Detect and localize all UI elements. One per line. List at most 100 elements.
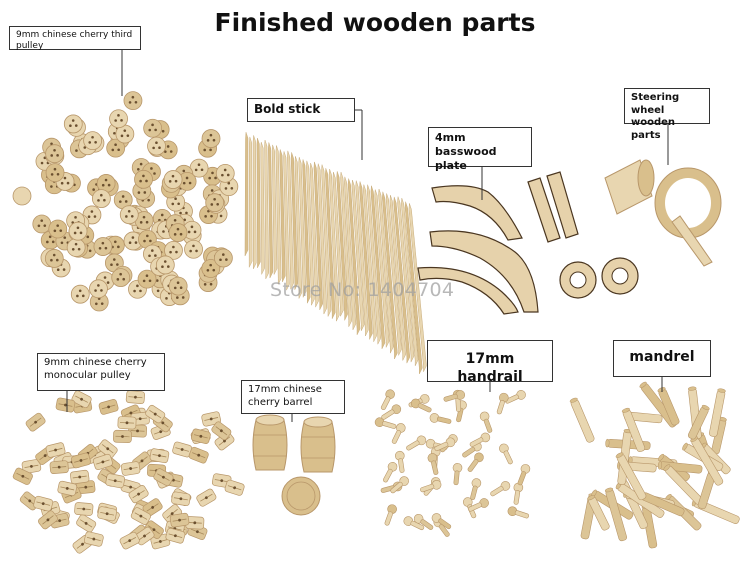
pulley-hole [171, 202, 175, 206]
pulley-hole [188, 181, 192, 185]
stick [264, 139, 270, 280]
column-plate [546, 171, 579, 239]
mono-hole [106, 447, 110, 451]
handrail-shaft [517, 471, 527, 486]
pulley-hole [149, 239, 152, 243]
pulley-hole [226, 173, 230, 177]
mono-hole [92, 537, 96, 541]
mono-hole [64, 403, 67, 407]
pulley-hole [173, 218, 177, 222]
handrail-shaft [382, 468, 393, 483]
pulley-hole [142, 215, 146, 219]
pulley [123, 231, 143, 251]
pulley-hole [40, 161, 44, 165]
barrel-body [252, 419, 288, 471]
handrail [429, 413, 452, 424]
mono-hole [84, 485, 88, 489]
mono-hole [174, 534, 177, 538]
mandrel-rod [570, 399, 595, 443]
barrel-lid [281, 476, 321, 516]
pulley-hole [100, 302, 104, 305]
mandrel [621, 407, 646, 453]
pulley-hole [120, 119, 123, 122]
mono-hole [78, 475, 82, 479]
mono-pulley [211, 421, 232, 441]
mono-pulley [125, 390, 145, 405]
pulley-hole [78, 289, 82, 293]
label-mandrel: mandrel [613, 340, 711, 377]
mono-hole [121, 435, 124, 438]
mono-pulley [153, 468, 174, 487]
mono-pulley [224, 479, 245, 496]
pulley-hole [131, 236, 135, 239]
stick [313, 161, 323, 311]
handrail-shaft [398, 458, 405, 473]
pulley-disc [163, 170, 183, 189]
mono-hole [162, 475, 165, 479]
mono-hole [113, 479, 117, 483]
pulley-hole [208, 176, 211, 180]
handrail-shaft [443, 393, 458, 402]
pulley [147, 136, 166, 156]
pulley [32, 214, 52, 234]
stick [359, 181, 373, 340]
pulley-disc [168, 223, 188, 242]
stick [382, 191, 398, 360]
pulley-hole [142, 174, 145, 178]
pulley-hole [225, 258, 228, 261]
mono-hole [220, 479, 224, 483]
handrail-shaft [384, 511, 393, 526]
mono-pulley [55, 397, 76, 413]
pulley-hole [143, 239, 146, 243]
bracket-plate [417, 266, 519, 315]
mono-hole [28, 499, 32, 503]
store-watermark: Store No: 1404704 [270, 279, 455, 301]
pulley-hole [74, 124, 78, 127]
pulley-hole [94, 289, 97, 292]
mono-pulley [120, 461, 141, 476]
pulley-hole [131, 95, 135, 99]
pulley-hole [209, 282, 213, 286]
pulley-hole [206, 268, 210, 272]
pulley-disc [63, 114, 83, 134]
mono-hole [34, 420, 37, 424]
handrail-shaft [420, 483, 435, 493]
pulley-hole [164, 150, 167, 153]
pulley-hole [143, 191, 147, 194]
mono-hole [136, 429, 139, 433]
pulley-disc [44, 249, 64, 268]
mono-hole [197, 453, 201, 457]
pulley-hole [92, 188, 95, 191]
pulley-hole [154, 128, 157, 132]
handrail [517, 464, 531, 486]
pulley-hole [122, 277, 126, 281]
pulley [201, 129, 221, 148]
pulley-hole [203, 148, 206, 152]
stick [256, 137, 261, 268]
handrail [513, 482, 524, 505]
stick [287, 150, 294, 290]
pulley-hole [203, 283, 207, 286]
pulley-hole [211, 171, 214, 175]
mono-pulley [165, 527, 186, 544]
page-title: Finished wooden parts [214, 8, 536, 37]
stick [252, 135, 257, 269]
mono-pulley [33, 495, 54, 512]
stick [306, 160, 315, 306]
pulley-hole [148, 128, 152, 132]
pulley-hole [227, 181, 231, 185]
pulley-disc [109, 109, 128, 129]
mandrel [587, 495, 610, 531]
pulley-hole [116, 278, 120, 281]
mono-pulley [70, 469, 90, 485]
pulley-disc [137, 269, 157, 289]
pulley-hole [43, 156, 47, 160]
pulley-hole [124, 200, 128, 203]
pulley-hole [182, 181, 186, 185]
stick [366, 184, 382, 345]
pulley-hole [123, 129, 127, 132]
handrail [427, 453, 439, 475]
pulley-hole [59, 229, 63, 232]
stick [363, 184, 377, 342]
bold-stick-bundle [244, 132, 427, 375]
